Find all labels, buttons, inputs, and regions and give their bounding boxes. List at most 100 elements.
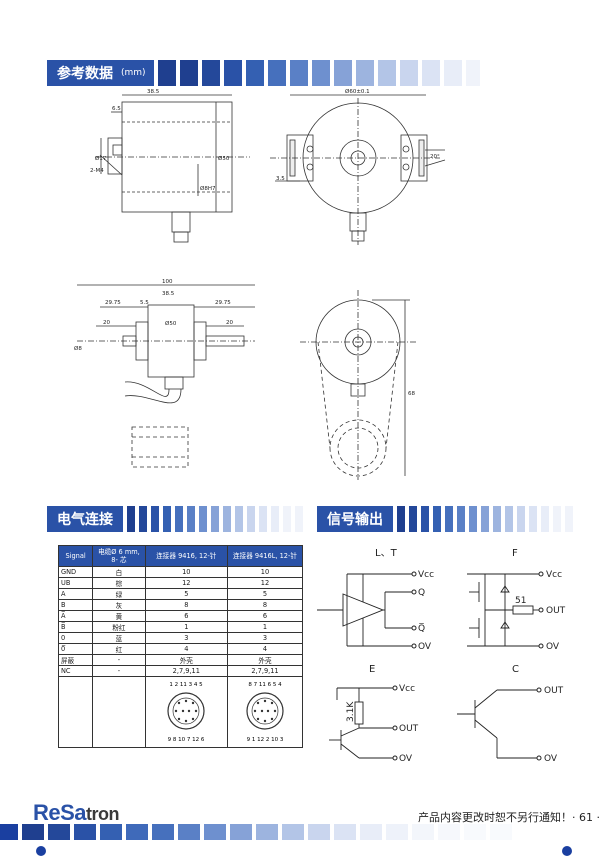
cell: 外壳	[227, 654, 303, 666]
label-vcc: Vcc	[399, 684, 415, 694]
col-header: 连接器 9416, 12-针	[144, 545, 229, 567]
dim-d2: Ø50	[218, 155, 230, 162]
connector-pins-top: 8 7 11 6 5 4	[248, 682, 282, 688]
cell: 外壳	[144, 654, 229, 666]
label-out: OUT	[544, 686, 564, 696]
cell: 绿	[92, 588, 146, 600]
connector-pins-top: 1 2 11 3 4 5	[170, 682, 204, 688]
label-vcc: Vcc	[418, 570, 434, 580]
cell: GND	[57, 566, 94, 578]
connector-cell: 8 7 11 6 5 4 9 1 12 2 10 3	[227, 676, 303, 748]
dim-offset-r: 3.5	[276, 176, 285, 182]
table-header-row: Signal 电缆Ø 6 mm, 8- 芯 连接器 9416, 12-针 连接器…	[57, 545, 303, 567]
connector-cell: 1 2 11 3 4 5 9 8 10 7 12 6	[144, 676, 229, 748]
cell: -	[92, 654, 146, 666]
circuit-e: E 3.1K Vcc OUT OV	[329, 664, 419, 764]
cell: 4	[144, 643, 229, 655]
label-out: OUT	[546, 606, 566, 616]
cell: 8	[144, 599, 229, 611]
dim-angle: 20°	[430, 154, 440, 160]
cell: UB	[57, 577, 94, 589]
brand-logo: ReSatron	[33, 800, 120, 826]
cell: 3	[144, 632, 229, 644]
decor-strip	[123, 506, 303, 532]
drawing-front-view-top	[270, 94, 446, 245]
cell: 白	[92, 566, 146, 578]
label-out: OUT	[399, 724, 419, 734]
dim-height: 68	[408, 391, 415, 397]
col-header: 电缆Ø 6 mm, 8- 芯	[92, 545, 146, 567]
cell: 10	[227, 566, 303, 578]
section-title: 信号输出	[317, 506, 393, 532]
cell: 黄	[92, 610, 146, 622]
footer-decor-strip	[0, 824, 516, 840]
cell: 10	[144, 566, 229, 578]
dimension-drawings: 38.5 6.5 2-M4 Ø17 Ø50 Ø8H7 Ø60±0.1 3.5 2…	[74, 88, 446, 480]
cell: 灰	[92, 599, 146, 611]
drawing-front-view-bottom	[300, 290, 416, 480]
section-header-dimensions: 参考数据 (mm)	[47, 60, 480, 86]
cell: 1	[144, 621, 229, 633]
cell: NC	[57, 665, 94, 677]
table-row-connectors: 1 2 11 3 4 5 9 8 10 7 12 6 8 7 11 6 5 4 …	[57, 676, 303, 748]
section-title: 电气连接	[47, 506, 123, 532]
dim-dia: Ø50	[165, 320, 177, 327]
logo-part-b: tron	[86, 804, 120, 824]
cell: 5	[144, 588, 229, 600]
cell: B	[57, 599, 94, 611]
cell: 1	[227, 621, 303, 633]
cell: B̅	[57, 621, 94, 633]
dim-dshaft: Ø8	[74, 345, 82, 352]
connector-9416l-diagram: 8 7 11 6 5 4 9 1 12 2 10 3	[246, 682, 284, 743]
section-title-text: 信号输出	[327, 512, 383, 528]
cell: 0	[57, 632, 94, 644]
cell: 红	[92, 643, 146, 655]
dim-offset-b: 5.5	[140, 300, 149, 306]
section-header-signal: 信号输出	[317, 506, 573, 532]
dim-total: 100	[162, 279, 173, 285]
cell: 6	[144, 610, 229, 622]
cell: 6	[227, 610, 303, 622]
circuit-f: F 51 Vcc OUT OV	[467, 548, 566, 652]
dim-body: 38.5	[162, 291, 175, 297]
dim-d3: Ø8H7	[200, 185, 216, 192]
pin-table: Signal 电缆Ø 6 mm, 8- 芯 连接器 9416, 12-针 连接器…	[57, 545, 303, 748]
drawing-side-view-bottom	[77, 284, 255, 468]
label-r: 3.1K	[346, 701, 356, 722]
connector-9416-diagram: 1 2 11 3 4 5 9 8 10 7 12 6	[167, 682, 205, 743]
cell: 12	[227, 577, 303, 589]
footer-dot-right	[562, 846, 572, 856]
decor-strip	[154, 60, 480, 86]
label-ov: OV	[418, 642, 432, 652]
table-row: 屏蔽-外壳外壳	[57, 654, 303, 666]
cell: 3	[227, 632, 303, 644]
unit-label: (mm)	[121, 68, 146, 78]
section-title-text: 参考数据	[57, 66, 113, 82]
drawing-side-view-top	[95, 94, 250, 243]
dim-d1: Ø17	[95, 155, 107, 162]
cell: 粉红	[92, 621, 146, 633]
cell	[92, 676, 146, 748]
decor-strip	[393, 506, 573, 532]
signal-circuits: L、T Vcc Q Q̅ OV F	[317, 548, 566, 764]
label-ov: OV	[399, 754, 413, 764]
label-r: 51	[515, 596, 526, 606]
label-q: Q	[418, 588, 425, 598]
dim-left: 29.75	[105, 300, 121, 306]
cell: A	[57, 588, 94, 600]
cell: 0̅	[57, 643, 94, 655]
cell: 屏蔽	[57, 654, 94, 666]
cell	[57, 676, 94, 748]
dim-bolt: 2-M4	[90, 168, 104, 174]
cell: 蓝	[92, 632, 146, 644]
logo-part-a: ReSa	[33, 800, 87, 825]
cell: 8	[227, 599, 303, 611]
section-title: 参考数据 (mm)	[47, 60, 154, 86]
dim-offset: 6.5	[112, 106, 121, 112]
